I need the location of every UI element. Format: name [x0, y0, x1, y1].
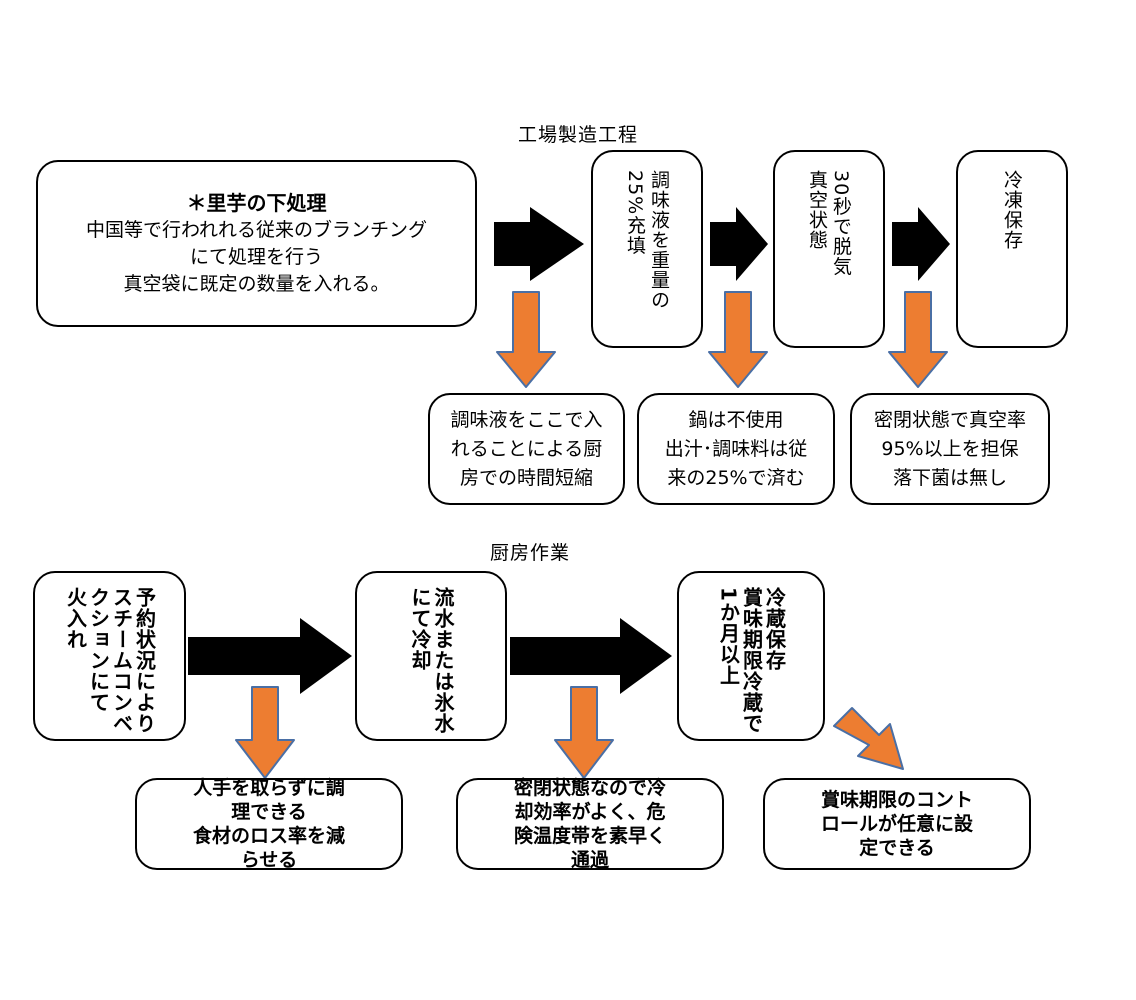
- note-line: 鍋は不使用: [688, 408, 784, 431]
- vertical-text: 冷凍保存: [1000, 170, 1024, 250]
- note-line: 調味液をここで入: [450, 408, 603, 431]
- factory-note-box: 調味液をここで入 れることによる厨 房での時間短縮: [428, 393, 625, 505]
- step-line: 冷凍保存: [1001, 170, 1023, 250]
- step-line: 真空状態: [806, 170, 828, 250]
- note-line: 食材のロス率を減: [192, 825, 345, 847]
- intro-line: 真空袋に既定の数量を入れる。: [123, 272, 390, 295]
- black-right-arrow: [510, 618, 672, 694]
- orange-diagonal-arrow: [833, 707, 904, 770]
- note-line: 険温度帯を素早く: [513, 825, 666, 847]
- orange-down-arrow: [888, 291, 948, 388]
- black-right-arrow: [188, 618, 352, 694]
- step-line: にて冷却: [408, 587, 432, 671]
- black-right-arrow: [892, 207, 950, 281]
- step-line: 火入れ: [63, 587, 88, 650]
- kitchen-title: 厨房作業: [490, 542, 571, 564]
- kitchen-step-box: 流水または氷水にて冷却: [355, 571, 507, 741]
- vertical-text: 予約状況によりスチームコンベクションにて火入れ: [63, 587, 157, 734]
- note-line: 落下菌は無し: [892, 466, 1007, 489]
- note-line: れることによる厨: [450, 437, 603, 460]
- black-right-arrow: [710, 207, 768, 281]
- kitchen-step-box: 予約状況によりスチームコンベクションにて火入れ: [33, 571, 186, 741]
- kitchen-note-box: 賞味期限のコント ロールが任意に設 定できる: [763, 778, 1031, 870]
- note-line: 通過: [570, 849, 609, 871]
- factory-step-box: 30秒で脱気真空状態: [773, 150, 885, 348]
- orange-down-arrow: [554, 686, 614, 779]
- step-line: クションにて: [86, 587, 111, 713]
- factory-title: 工場製造工程: [518, 124, 639, 146]
- step-line: 調味液を重量の: [648, 170, 670, 310]
- note-line: 出汁･調味料は従: [664, 437, 808, 460]
- step-line: 30秒で脱気: [830, 170, 852, 277]
- step-line: スチームコンベ: [109, 587, 134, 734]
- step-line: 冷蔵保存: [762, 587, 787, 671]
- orange-down-arrow: [235, 686, 295, 779]
- black-right-arrow: [494, 207, 584, 281]
- note-line: 密閉状態で真空率: [873, 408, 1026, 431]
- note-line: らせる: [240, 849, 298, 871]
- note-line: 理できる: [231, 801, 307, 823]
- step-line: 予約状況により: [132, 587, 157, 734]
- intro-heading: ＊里芋の下処理: [186, 190, 327, 215]
- step-line: 25%充填: [624, 170, 646, 256]
- factory-step-box: 冷凍保存: [956, 150, 1068, 348]
- note-line: 却効率がよく、危: [514, 801, 666, 823]
- step-line: 賞味期限冷蔵で: [739, 587, 764, 734]
- step-line: 1か月以上: [716, 587, 741, 686]
- kitchen-note-box: 人手を取らずに調 理できる 食材のロス率を減 らせる: [135, 777, 403, 871]
- note-line: 定できる: [859, 837, 935, 859]
- note-line: 密閉状態なので冷: [513, 777, 666, 799]
- note-line: 来の25%で済む: [667, 466, 805, 489]
- note-line: 人手を取らずに調: [193, 777, 345, 799]
- kitchen-note-box: 密閉状態なので冷 却効率がよく、危 険温度帯を素早く 通過: [456, 777, 724, 871]
- note-line: 95%以上を担保: [881, 437, 1019, 460]
- note-line: 賞味期限のコント: [820, 789, 973, 811]
- note-line: ロールが任意に設: [820, 813, 973, 835]
- intro-line: 中国等で行われれる従来のブランチング: [85, 218, 428, 241]
- vertical-text: 30秒で脱気真空状態: [805, 170, 853, 276]
- factory-note-box: 鍋は不使用 出汁･調味料は従 来の25%で済む: [637, 393, 835, 505]
- note-line: 房での時間短縮: [459, 466, 593, 489]
- factory-intro-box: ＊里芋の下処理 中国等で行われれる従来のブランチング にて処理を行う 真空袋に既…: [36, 160, 477, 327]
- factory-note-box: 密閉状態で真空率 95%以上を担保 落下菌は無し: [850, 393, 1050, 505]
- orange-down-arrow: [708, 291, 768, 388]
- step-line: 流水または氷水: [431, 587, 455, 734]
- vertical-text: 流水または氷水にて冷却: [408, 587, 455, 734]
- intro-line: にて処理を行う: [189, 245, 323, 268]
- orange-down-arrow: [496, 291, 556, 388]
